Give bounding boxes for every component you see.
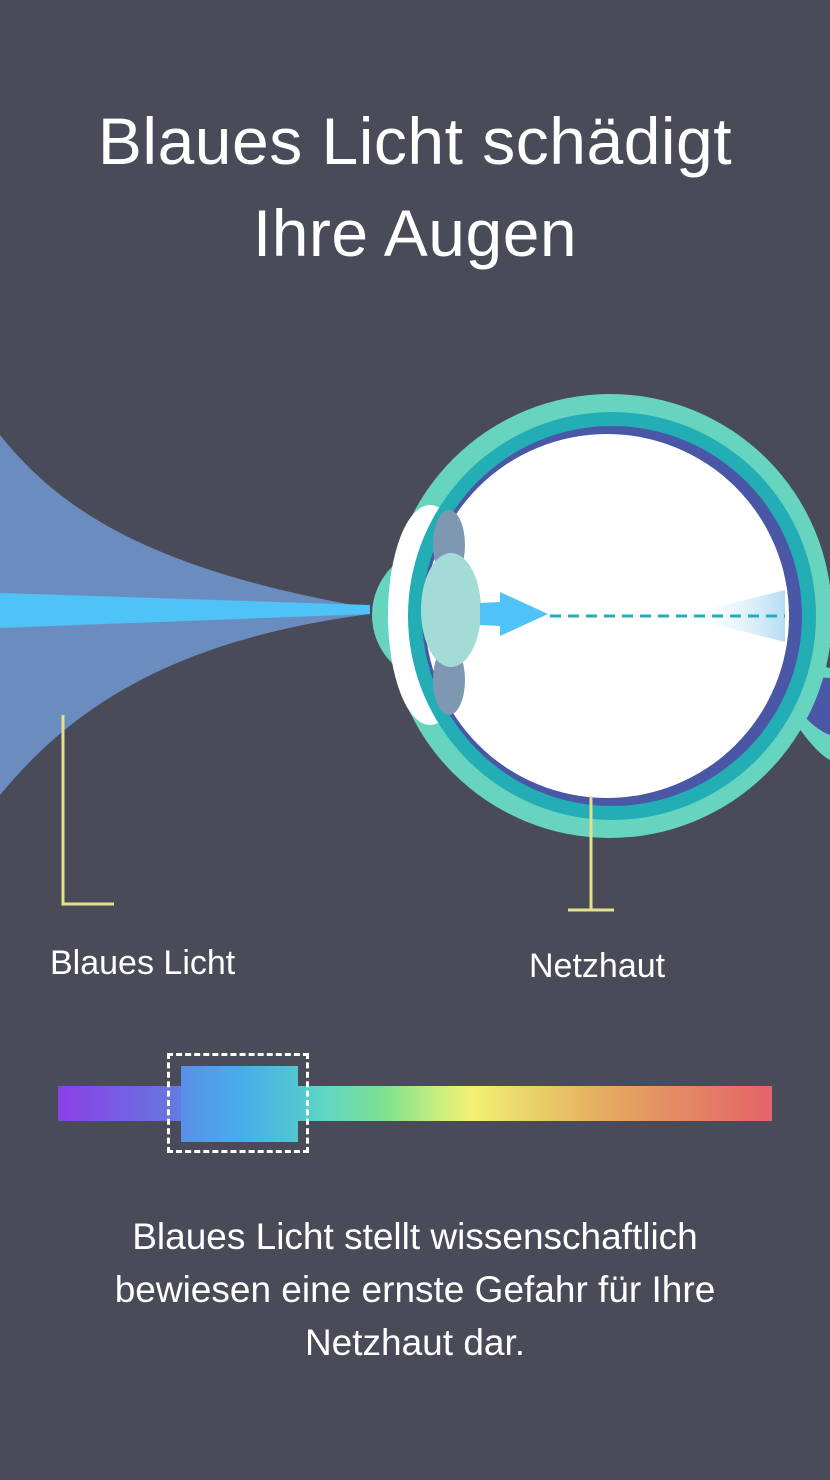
description-line-1: Blaues Licht stellt wissenschaftlich xyxy=(132,1216,698,1257)
description-line-2: bewiesen eine ernste Gefahr für Ihre xyxy=(114,1269,716,1310)
title-line-2: Ihre Augen xyxy=(252,196,578,270)
page-title: Blaues Licht schädigt Ihre Augen xyxy=(0,95,830,279)
retina-label: Netzhaut xyxy=(529,947,666,985)
blue-band-highlight xyxy=(181,1066,298,1142)
title-line-1: Blaues Licht schädigt xyxy=(97,104,733,178)
light-pointer-line xyxy=(61,715,114,906)
blue-band-selection-box xyxy=(167,1053,309,1153)
spectrum-bar xyxy=(58,1086,772,1121)
light-ray xyxy=(0,593,370,628)
blue-light-label: Blaues Licht xyxy=(50,944,236,982)
description-line-3: Netzhaut dar. xyxy=(304,1322,526,1363)
description-text: Blaues Licht stellt wissenschaftlich bew… xyxy=(0,1210,830,1369)
lens xyxy=(421,553,481,667)
